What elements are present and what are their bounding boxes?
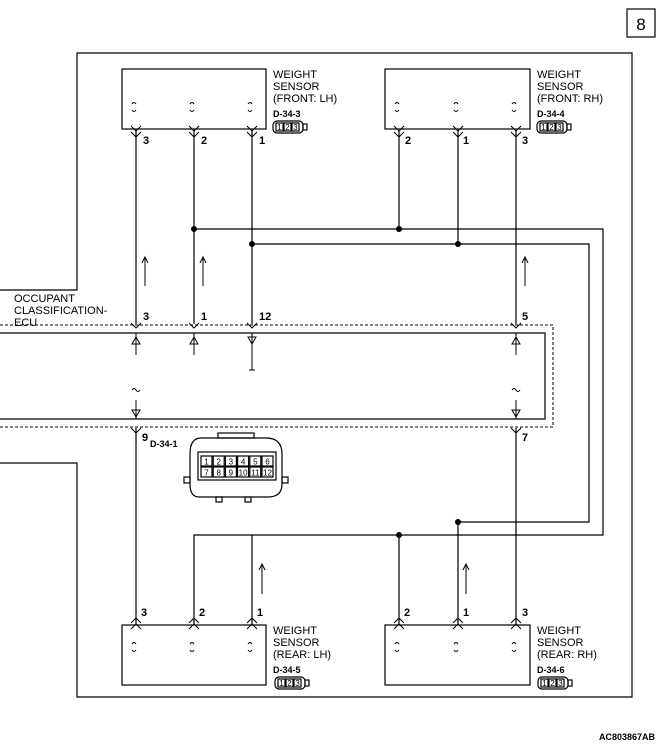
sensor-front-lh-connector: D-34-3 (273, 109, 301, 119)
page-number-box: 8 (626, 8, 656, 38)
junction-dots (191, 226, 461, 538)
mini-pin-3: 3 (293, 123, 298, 132)
connector-cell (200, 466, 213, 478)
mini-pin-2: 2 (549, 123, 554, 132)
sensor-front-rh-line3: (FRONT: RH) (537, 93, 603, 105)
mini-connector-rear-lh: 1 2 3 (274, 676, 310, 690)
sensor-rear-lh-pin-c: 1 (257, 607, 263, 619)
sensor-front-lh-line3: (FRONT: LH) (273, 93, 337, 105)
outer-frame (0, 52, 633, 698)
ecu-pin-3: 3 (143, 311, 149, 323)
connector-cell-number: 5 (253, 458, 258, 467)
sensor-front-lh-line1: WEIGHT (273, 69, 317, 81)
mini-connector-front-rh: 1 2 3 (536, 120, 572, 134)
connector-cell-number: 11 (251, 469, 260, 478)
ecu-pin-9: 9 (142, 432, 148, 444)
sensor-rear-rh-line2: SENSOR (537, 637, 584, 649)
ecu-pin-5: 5 (522, 311, 528, 323)
flow-arrows (141, 255, 529, 594)
ecu-dashed-outline (0, 324, 554, 428)
connector-cell (224, 466, 237, 478)
sensor-front-rh-pin-b: 1 (463, 135, 469, 147)
connector-cell-number: 10 (239, 469, 248, 478)
connector-cell (212, 455, 225, 467)
mini-pin-2: 2 (287, 679, 292, 688)
mini-pin-1: 1 (541, 123, 546, 132)
connector-cell (261, 466, 274, 478)
sensor-rear-rh-line3: (REAR: RH) (537, 649, 597, 661)
sensor-rear-lh-line2: SENSOR (273, 637, 320, 649)
ecu-label-line3: ECU (14, 317, 37, 329)
sensor-rear-lh-pin-b: 2 (199, 607, 205, 619)
sensor-rear-rh-line1: WEIGHT (537, 625, 581, 637)
mini-pin-3: 3 (295, 679, 300, 688)
ecu-label-line2: CLASSIFICATION- (14, 305, 108, 317)
connector-cell (212, 466, 225, 478)
connector-cell (249, 455, 262, 467)
connector-cell-number: 8 (216, 469, 221, 478)
mini-connector-front-lh: 1 2 3 (272, 120, 308, 134)
ecu-pin-1: 1 (201, 311, 207, 323)
connector-cell-number: 4 (241, 458, 246, 467)
terminal-marks (130, 102, 522, 652)
sensor-rear-lh-line1: WEIGHT (273, 625, 317, 637)
sensor-front-lh-pin-c: 1 (259, 135, 265, 147)
connector-cell (200, 455, 213, 467)
connector-cell (249, 466, 262, 478)
mini-pin-2: 2 (550, 679, 555, 688)
connector-cell-number: 3 (229, 458, 234, 467)
sensor-front-rh: WEIGHT SENSOR (FRONT: RH) D-34-4 2 1 3 (384, 68, 603, 147)
ecu-inner-outline (0, 332, 546, 420)
connector-cell (237, 466, 250, 478)
connector-cell-number: 2 (216, 458, 221, 467)
sensor-front-rh-line2: SENSOR (537, 81, 584, 93)
sensor-rear-lh: WEIGHT SENSOR (REAR: LH) D-34-5 3 2 1 (121, 607, 331, 686)
connector-cell (224, 455, 237, 467)
mini-connector-rear-rh: 1 2 3 (537, 676, 573, 690)
sensor-front-rh-connector: D-34-4 (537, 109, 565, 119)
mini-pin-1: 1 (277, 123, 282, 132)
ecu-pin-12: 12 (259, 311, 271, 323)
sensor-rear-rh-pin-c: 3 (522, 607, 528, 619)
sensor-front-lh: WEIGHT SENSOR (FRONT: LH) D-34-3 3 2 1 (121, 68, 337, 147)
sensor-front-rh-pin-c: 3 (522, 135, 528, 147)
sensor-front-rh-pin-a: 2 (405, 135, 411, 147)
ecu-connector-code: D-34-1 (150, 439, 178, 449)
connector-cell (261, 455, 274, 467)
page-number: 8 (636, 15, 645, 34)
sensor-rear-lh-line3: (REAR: LH) (273, 649, 331, 661)
mini-pin-1: 1 (542, 679, 547, 688)
connector-cell-number: 12 (263, 469, 272, 478)
sensor-front-lh-line2: SENSOR (273, 81, 320, 93)
ecu-pin-7: 7 (522, 432, 528, 444)
ecu-block: OCCUPANT CLASSIFICATION- ECU 3 1 12 5 9 … (0, 293, 554, 449)
sensor-front-rh-line1: WEIGHT (537, 69, 581, 81)
connector-cell-number: 7 (204, 469, 209, 478)
sensor-rear-rh-pin-a: 2 (404, 607, 410, 619)
figure-code: AC803867AB (599, 732, 656, 742)
sensor-rear-rh: WEIGHT SENSOR (REAR: RH) D-34-6 2 1 3 (384, 607, 597, 686)
mini-pin-2: 2 (285, 123, 290, 132)
connector-cell (237, 455, 250, 467)
sensor-rear-rh-pin-b: 1 (463, 607, 469, 619)
sensor-front-lh-pin-a: 3 (143, 135, 149, 147)
connector-cell-number: 1 (204, 458, 209, 467)
sensor-rear-lh-connector: D-34-5 (273, 665, 301, 675)
sensor-rear-lh-pin-a: 3 (141, 607, 147, 619)
ecu-label-line1: OCCUPANT (14, 293, 75, 305)
wires (135, 130, 604, 624)
mini-pin-1: 1 (279, 679, 284, 688)
connector-cell-number: 6 (265, 458, 270, 467)
mini-pin-3: 3 (557, 123, 562, 132)
mini-pin-3: 3 (558, 679, 563, 688)
connector-cell-number: 9 (229, 469, 234, 478)
sensor-rear-rh-connector: D-34-6 (537, 665, 565, 675)
sensor-front-lh-pin-b: 2 (201, 135, 207, 147)
ecu-internal-marks (131, 333, 521, 419)
